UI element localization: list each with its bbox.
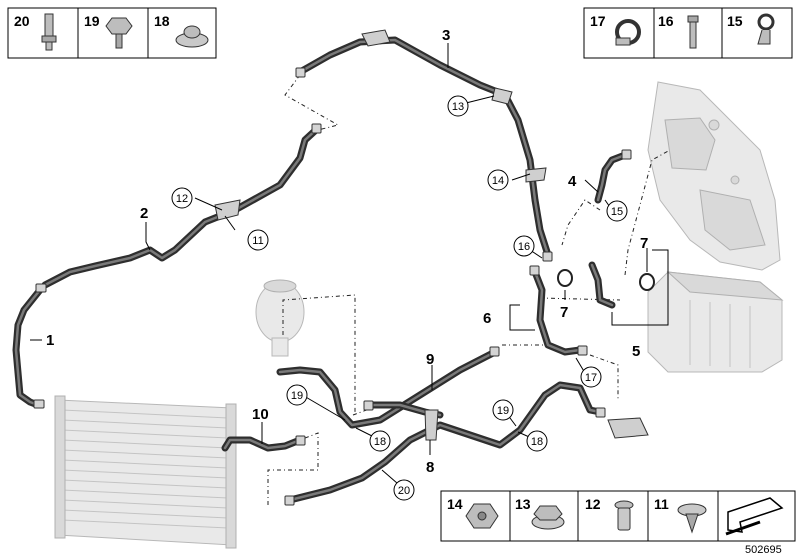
part-box-13-label: 13 bbox=[515, 496, 531, 512]
callout-14-text: 14 bbox=[492, 175, 504, 187]
hose-9 bbox=[276, 348, 499, 429]
parts-box-top-right: 17 16 15 bbox=[583, 7, 793, 59]
hose-4 bbox=[594, 151, 629, 204]
callout-17-text: 17 bbox=[585, 372, 597, 384]
connector-clip-icon bbox=[757, 13, 775, 45]
flange-nut-icon bbox=[531, 505, 565, 530]
diagram-reference-number: 502695 bbox=[745, 544, 782, 556]
callout-12-text: 12 bbox=[176, 193, 188, 205]
callout-11: 11 bbox=[247, 229, 269, 251]
parts-box-bottom-right: 14 13 12 11 bbox=[440, 490, 796, 542]
callout-18-left: 18 bbox=[369, 430, 391, 452]
label-part-10: 10 bbox=[252, 406, 269, 423]
arrow-symbol-icon bbox=[725, 497, 784, 536]
part-box-11-label: 11 bbox=[654, 496, 669, 512]
callout-17: 17 bbox=[580, 366, 602, 388]
label-part-7-left: 7 bbox=[560, 304, 568, 321]
connection-lines bbox=[267, 74, 671, 505]
hose-8 bbox=[286, 381, 604, 504]
hose-5 bbox=[588, 261, 616, 309]
part-box-20-label: 20 bbox=[14, 13, 30, 29]
engine-housing-ghost bbox=[647, 81, 781, 271]
callout-19-left-text: 19 bbox=[291, 390, 303, 402]
push-nut-icon bbox=[677, 503, 707, 534]
expansion-rivet-icon bbox=[614, 500, 634, 531]
brackets bbox=[214, 29, 649, 441]
callout-19-right-text: 19 bbox=[497, 405, 509, 417]
electric-unit-ghost bbox=[647, 271, 784, 373]
label-part-9: 9 bbox=[426, 351, 434, 368]
parts-box-top-left: 20 19 18 bbox=[7, 7, 217, 59]
part-box-12-label: 12 bbox=[585, 496, 601, 512]
hose-2 bbox=[41, 124, 322, 289]
callout-15-text: 15 bbox=[611, 206, 623, 218]
hex-bolt-icon bbox=[105, 17, 133, 49]
callout-16: 16 bbox=[513, 235, 535, 257]
callout-15: 15 bbox=[606, 200, 628, 222]
screw-icon bbox=[687, 15, 699, 49]
label-part-7-right: 7 bbox=[640, 235, 648, 252]
radiator-ghost bbox=[54, 395, 237, 549]
callout-19-left: 19 bbox=[286, 384, 308, 406]
label-part-1: 1 bbox=[46, 332, 54, 349]
part-box-14-label: 14 bbox=[447, 496, 463, 512]
callout-11-text: 11 bbox=[252, 235, 263, 247]
stud-bolt-icon bbox=[41, 13, 57, 51]
hose-6 bbox=[531, 268, 584, 356]
callout-18-right: 18 bbox=[526, 430, 548, 452]
expansion-tank-ghost bbox=[255, 279, 305, 357]
label-part-4: 4 bbox=[568, 173, 577, 190]
hose-clamp-icon bbox=[615, 19, 641, 46]
label-part-3: 3 bbox=[442, 27, 450, 44]
label-part-5: 5 bbox=[632, 343, 640, 360]
callout-13-text: 13 bbox=[452, 101, 464, 113]
callout-13: 13 bbox=[447, 95, 469, 117]
callout-18-right-text: 18 bbox=[531, 436, 543, 448]
callout-18-left-text: 18 bbox=[374, 436, 386, 448]
callout-20: 20 bbox=[393, 479, 415, 501]
o-rings bbox=[557, 269, 655, 291]
part-box-16-label: 16 bbox=[658, 13, 674, 29]
spring-nut-icon bbox=[175, 25, 209, 48]
hose-3 bbox=[296, 36, 552, 259]
label-part-6: 6 bbox=[483, 310, 491, 327]
hose-1 bbox=[12, 286, 44, 409]
hose-10 bbox=[221, 436, 304, 452]
fittings bbox=[33, 67, 632, 506]
hex-nut-icon bbox=[465, 503, 499, 529]
callout-14: 14 bbox=[487, 169, 509, 191]
callout-12: 12 bbox=[171, 187, 193, 209]
part-box-19-label: 19 bbox=[84, 13, 100, 29]
callout-16-text: 16 bbox=[518, 241, 530, 253]
part-box-18-label: 18 bbox=[154, 13, 170, 29]
label-part-2: 2 bbox=[140, 205, 148, 222]
part-box-15-label: 15 bbox=[727, 13, 743, 29]
callout-20-text: 20 bbox=[398, 485, 410, 497]
part-box-17-label: 17 bbox=[590, 13, 606, 29]
label-part-8: 8 bbox=[426, 459, 434, 476]
callout-19-right: 19 bbox=[492, 399, 514, 421]
